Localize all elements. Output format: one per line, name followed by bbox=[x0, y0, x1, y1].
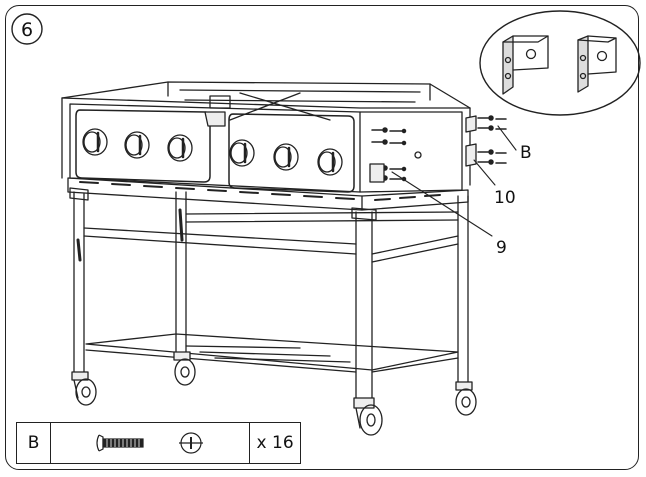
knob-5 bbox=[273, 143, 299, 171]
knob-3 bbox=[167, 134, 193, 162]
caster-front-right bbox=[353, 397, 383, 436]
bolt-side-icon bbox=[96, 434, 144, 452]
bracket-detail-icon bbox=[479, 10, 641, 116]
knob-6 bbox=[317, 148, 343, 176]
legend-hardware-cell bbox=[51, 423, 251, 463]
legend-part-letter: B bbox=[17, 423, 52, 463]
grill-body bbox=[61, 81, 471, 211]
instruction-frame bbox=[5, 5, 639, 470]
legend-quantity: x 16 bbox=[256, 433, 294, 453]
step-number-badge: 6 bbox=[11, 13, 43, 45]
callout-9: 9 bbox=[496, 238, 507, 258]
caster-rear-left bbox=[173, 351, 196, 386]
callout-10: 10 bbox=[494, 188, 516, 208]
callout-b: B bbox=[520, 143, 532, 163]
side-screws bbox=[371, 115, 507, 182]
callout-leaders bbox=[391, 125, 517, 237]
hardware-legend: B x 16 bbox=[16, 422, 301, 464]
side-brackets bbox=[369, 115, 477, 183]
bolt-head-icon bbox=[179, 432, 204, 454]
knob-2 bbox=[124, 131, 150, 159]
caster-front-left bbox=[71, 371, 97, 406]
knob-1 bbox=[82, 128, 108, 156]
step-number: 6 bbox=[21, 19, 33, 41]
knob-4 bbox=[229, 139, 255, 167]
caster-rear-right bbox=[455, 381, 477, 416]
cart-frame bbox=[69, 187, 469, 399]
